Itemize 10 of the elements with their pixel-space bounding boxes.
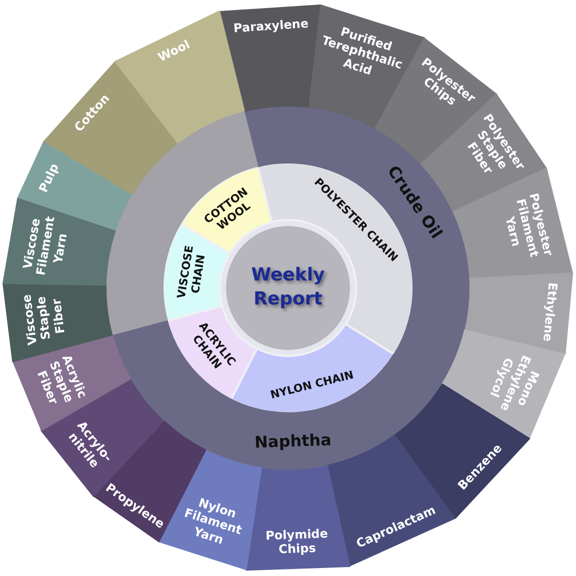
segment-label: Polymide Chips [265, 526, 328, 558]
segment-label: Viscose Filament Yarn [19, 214, 70, 279]
segment-label: Pulp [36, 161, 62, 195]
segment-label: NYLON CHAIN [269, 368, 356, 402]
segment-label: VISCOSE CHAIN [174, 244, 210, 302]
segment-label: Naphtha [254, 430, 332, 452]
segment-label: Ethylene [540, 282, 560, 342]
segment-label: Paraxylene [232, 16, 309, 36]
center-label: Weekly Report [251, 264, 325, 312]
segment-label: Viscose Staple Fiber [19, 292, 68, 346]
